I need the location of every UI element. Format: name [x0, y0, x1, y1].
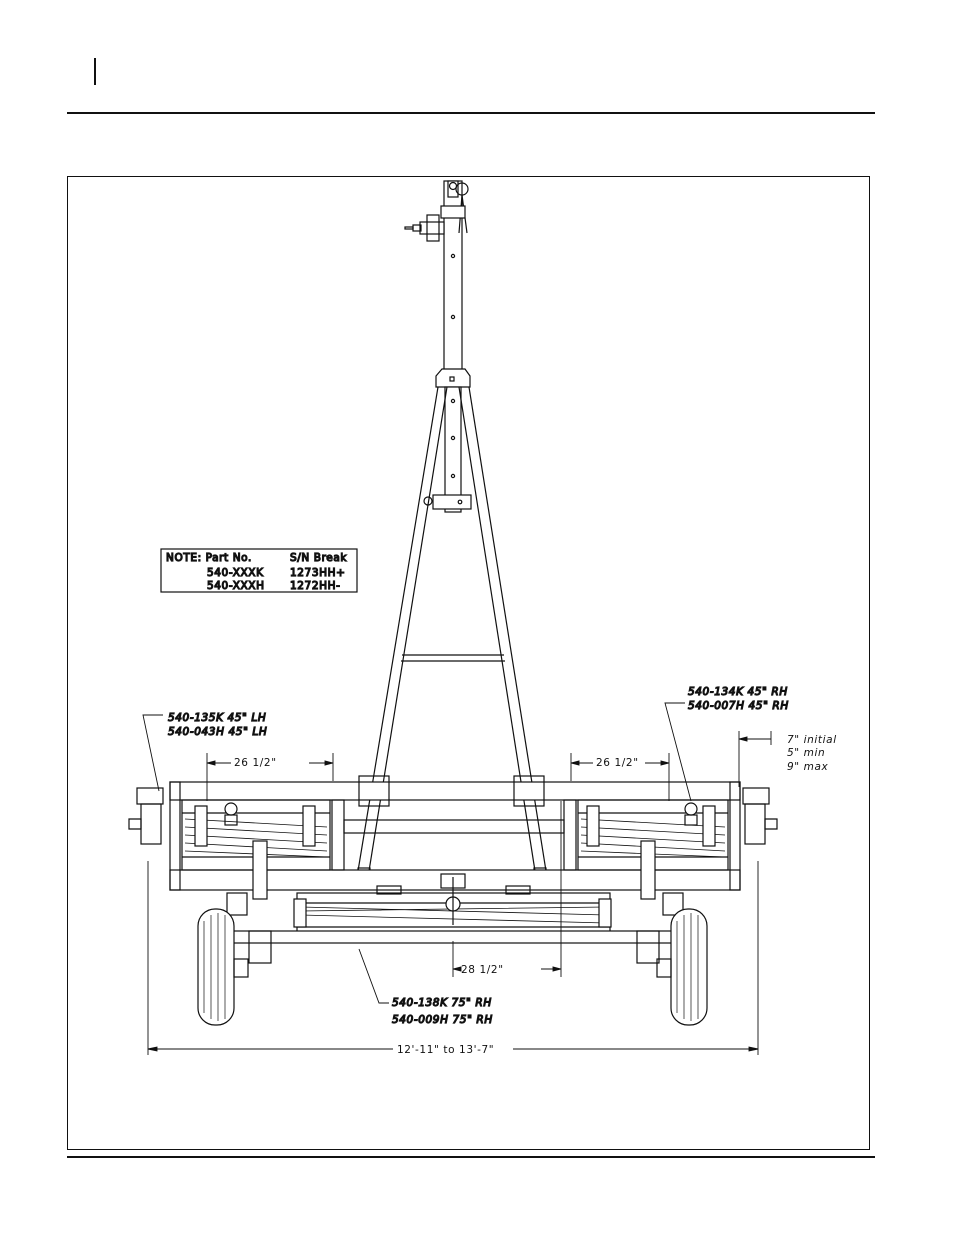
note-row-break: 1272HH- — [290, 580, 341, 592]
callout-lh-45-h: 540-043H 45" LH — [168, 726, 267, 738]
dimension-overlap: 7" initial 5" min 9" max — [739, 731, 837, 787]
note-row-part: 540-XXXH — [207, 580, 265, 592]
callout-rh-75-h: 540-009H 75" RH — [392, 1014, 493, 1026]
note-table: NOTE: Part No. S/N Break 540-XXXK 1273HH… — [161, 549, 357, 592]
callout-rh-45-h: 540-007H 45" RH — [688, 700, 789, 712]
callout-rh-75-k: 540-138K 75" RH — [392, 997, 492, 1009]
callout-rh-45-k: 540-134K 45" RH — [688, 686, 788, 698]
dimension-right-offset-label: 26 1/2" — [596, 757, 639, 769]
hitch-tongue — [405, 181, 471, 512]
dimension-center-offset-label: 28 1/2" — [461, 964, 504, 976]
header-margin-bar — [94, 58, 96, 85]
dimension-overlap-max: 9" max — [787, 761, 829, 773]
dimension-overall-width-label: 12'-11" to 13'-7" — [397, 1044, 494, 1056]
left-reel-45 — [129, 788, 330, 870]
callout-lh-45-k: 540-135K 45" LH — [168, 712, 266, 724]
dimension-overlap-initial: 7" initial — [787, 734, 837, 746]
callout-rh-75: 540-138K 75" RH 540-009H 75" RH — [359, 949, 493, 1026]
note-header-right: S/N Break — [290, 552, 347, 564]
footer-rule — [67, 1156, 875, 1158]
drawing-frame: NOTE: Part No. S/N Break 540-XXXK 1273HH… — [67, 176, 870, 1150]
dimension-left-offset-label: 26 1/2" — [234, 757, 277, 769]
dimension-overlap-min: 5" min — [787, 747, 825, 759]
header-rule — [67, 112, 875, 114]
mower-top-view-diagram: NOTE: Part No. S/N Break 540-XXXK 1273HH… — [68, 177, 871, 1151]
note-header-left: NOTE: Part No. — [166, 552, 252, 564]
note-row-part: 540-XXXK — [207, 567, 264, 579]
note-row-break: 1273HH+ — [290, 567, 346, 579]
right-reel-45 — [578, 788, 777, 870]
callout-lh-45: 540-135K 45" LH 540-043H 45" LH — [143, 712, 267, 791]
